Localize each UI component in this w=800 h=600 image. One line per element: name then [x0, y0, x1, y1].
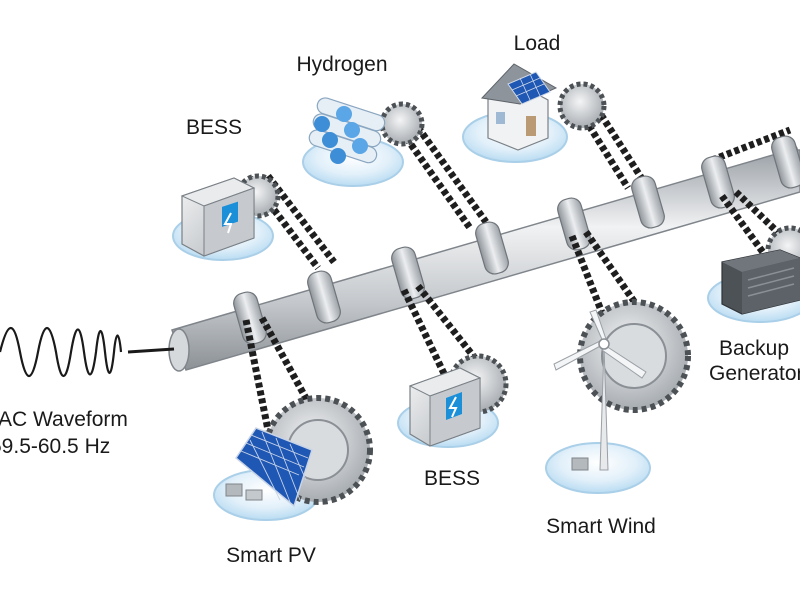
sine-wave-icon [0, 327, 123, 377]
wind-turbine-icon [553, 309, 647, 471]
belt-generator [719, 189, 793, 265]
solar-panel-icon [225, 427, 313, 508]
belt-bess-bottom [400, 283, 481, 384]
collar-7 [701, 155, 735, 209]
shaft-cable [127, 347, 175, 354]
gear-wind [577, 299, 691, 413]
label-ac-line1: AC Waveform [0, 408, 128, 431]
house-icon [480, 63, 558, 151]
label-ac-line2: 59.5-60.5 Hz [0, 435, 111, 458]
battery-container-icon [180, 177, 256, 257]
belt-pv [242, 316, 312, 431]
label-load: Load [513, 32, 561, 55]
label-hydrogen: Hydrogen [296, 53, 388, 76]
pedestal-wind [545, 442, 651, 494]
label-smart-pv: Smart PV [226, 544, 316, 567]
label-smart-wind: Smart Wind [546, 515, 656, 538]
collar-4 [475, 221, 509, 275]
collars [233, 135, 800, 345]
label-bess-bottom: BESS [423, 467, 481, 490]
hydrogen-tank-icon [308, 97, 386, 164]
label-backup-line2: Generator [709, 362, 800, 385]
collar-5 [557, 197, 591, 251]
collar-6 [631, 175, 665, 229]
belts-lower [242, 189, 793, 431]
collar-1 [233, 291, 267, 345]
gear-load [557, 81, 607, 131]
gear-hydrogen [379, 101, 425, 147]
battery-container-icon-bottom [408, 367, 482, 447]
label-backup-line1: Backup [719, 337, 790, 360]
collar-2 [307, 270, 341, 324]
label-bess-top: BESS [185, 116, 243, 139]
belt-wind [568, 230, 643, 320]
collar-3 [391, 246, 425, 300]
generator-icon [721, 249, 800, 315]
